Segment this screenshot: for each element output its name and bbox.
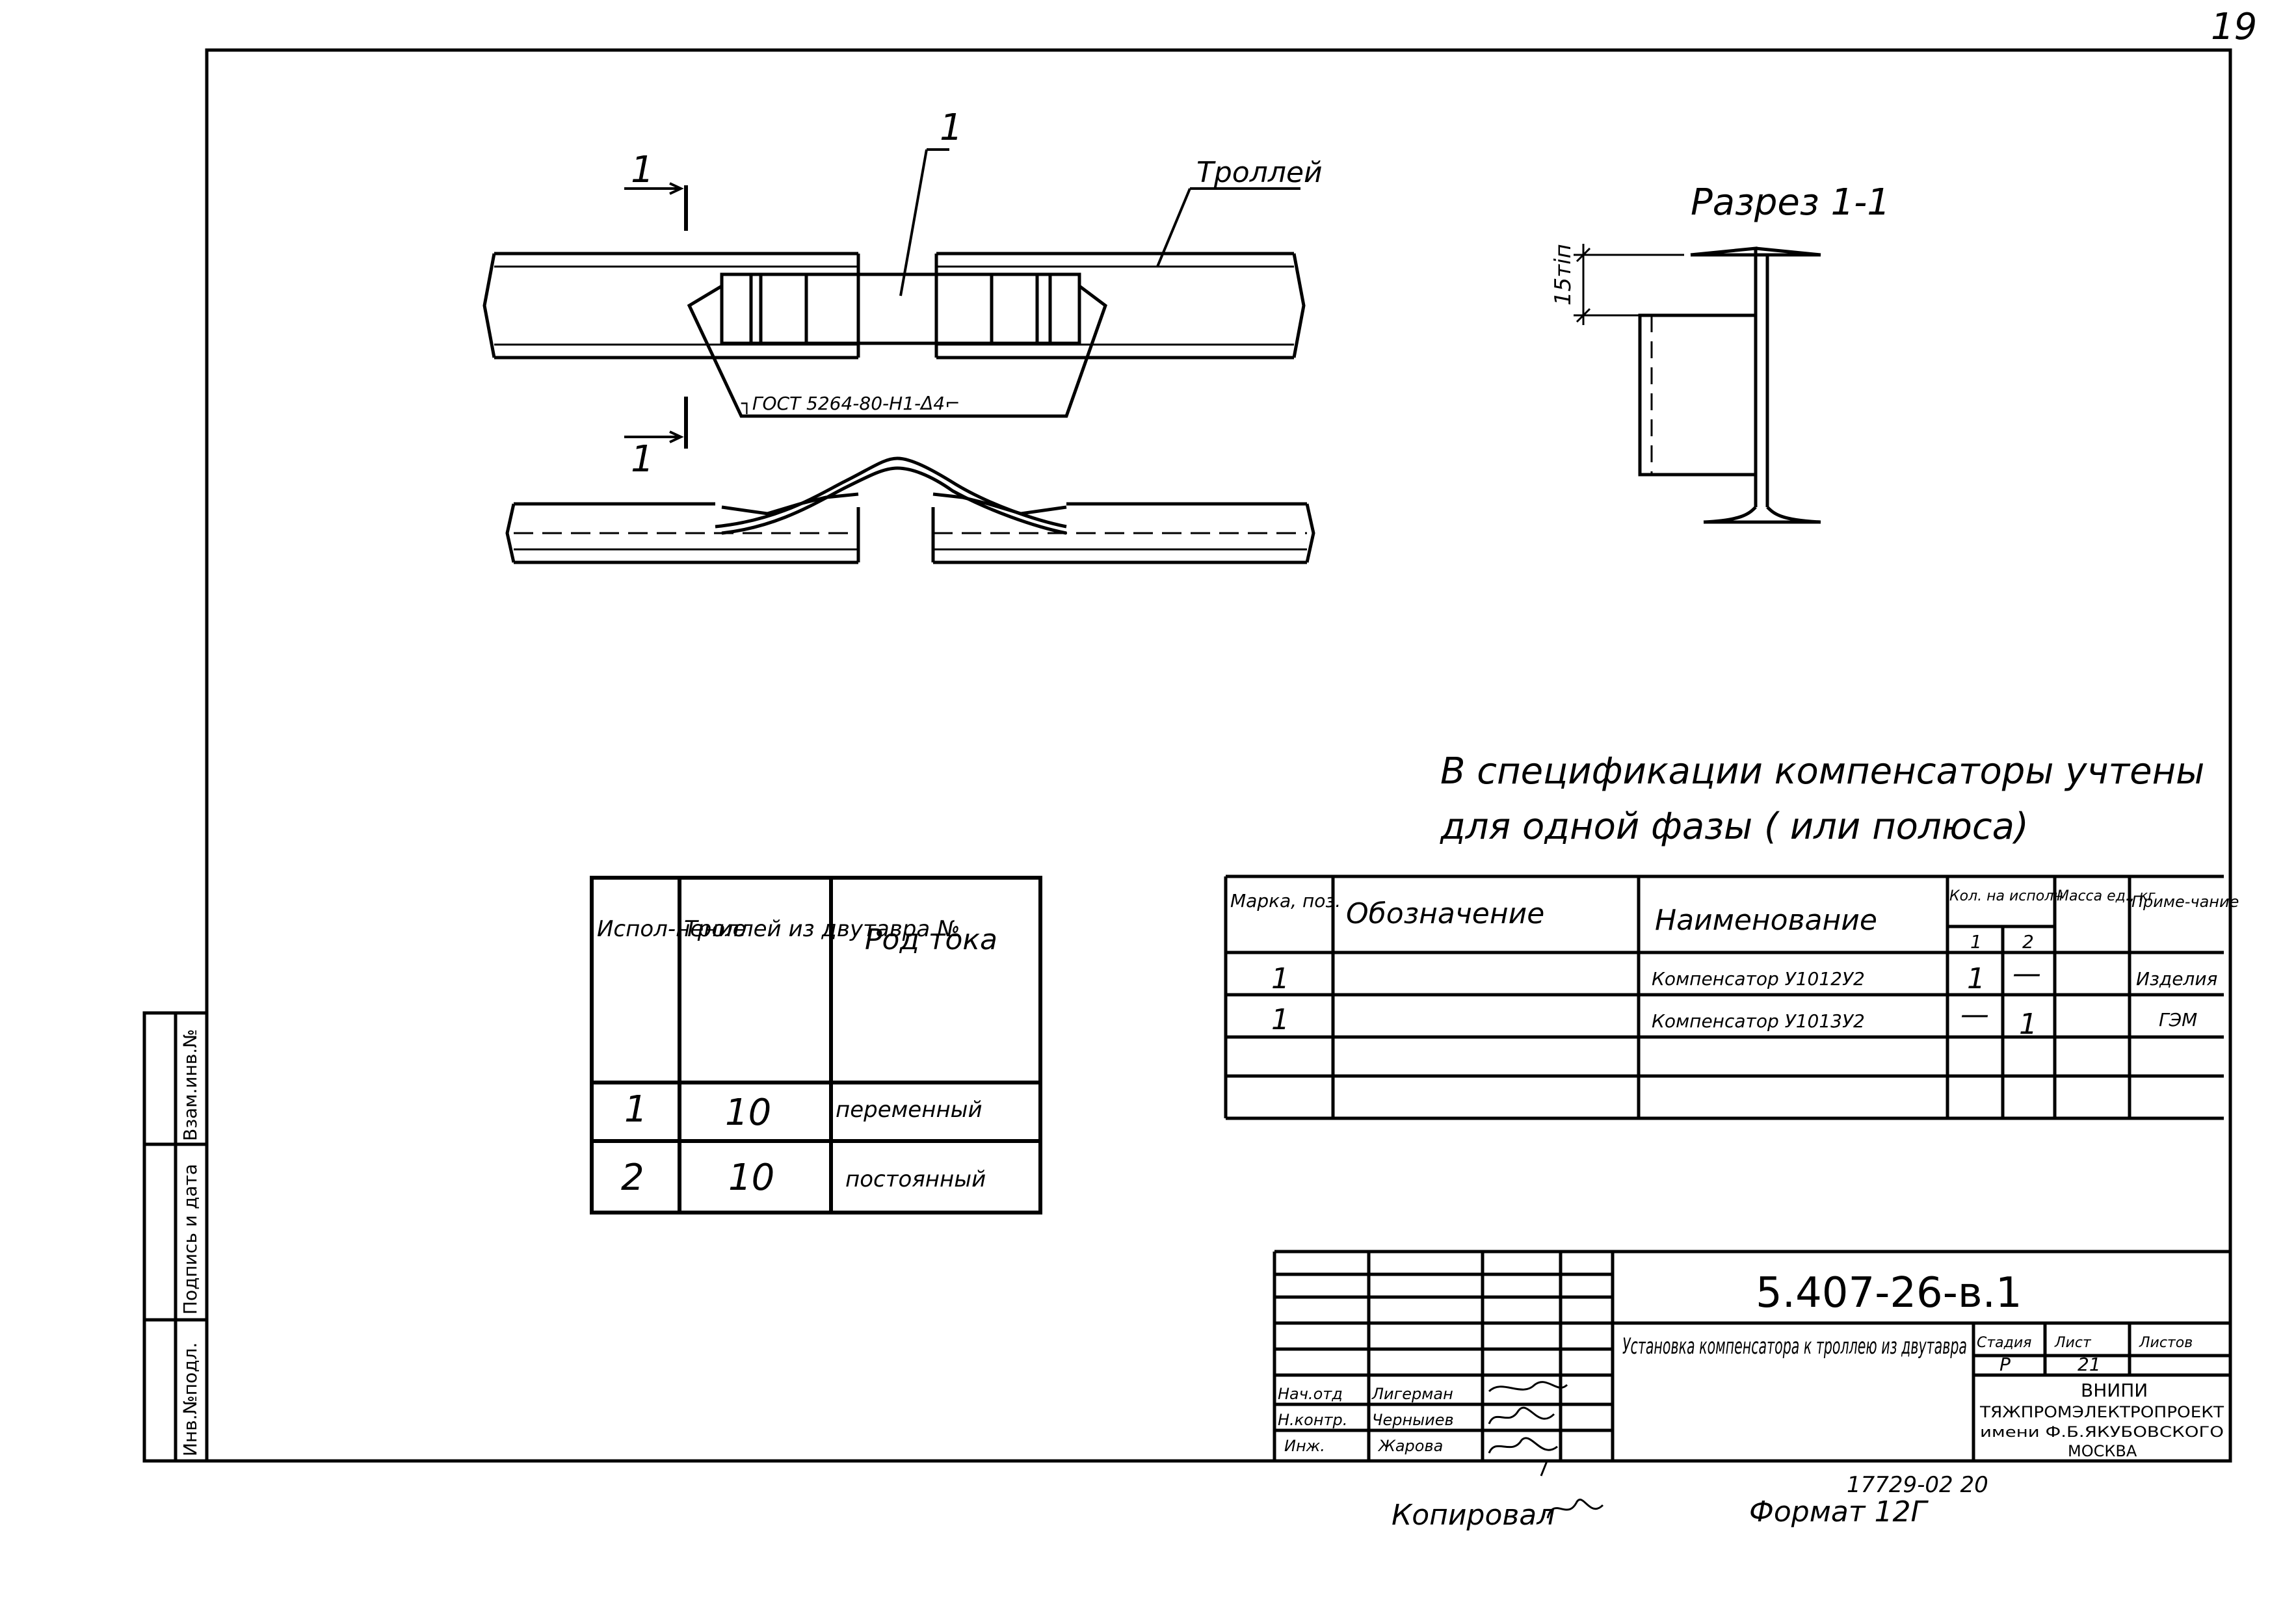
st-header-name: Наименование [1655, 904, 1877, 937]
title-block-lines [1273, 1250, 2230, 1461]
tb-code: 5.407-26-в.1 [1756, 1269, 2022, 1317]
tb-org-line4: МОСКВА [2068, 1442, 2137, 1460]
spec-note-line1: В спецификации компенсаторы учтены [1440, 750, 2204, 793]
tb-org-line3: имени Ф.Б.ЯКУБОВСКОГО [1980, 1425, 2224, 1441]
st-header-qty-1: 1 [1970, 931, 1982, 952]
title-block: 5.407-26-в.1 Установка компенсатора к тр… [1278, 1269, 2224, 1460]
weld-note: ┐ГОСТ 5264-80-Н1-Δ4⌐ [741, 393, 960, 414]
signature-scribbles [1488, 1381, 1568, 1477]
lt-header-trolley: Троллей из двутавра № [684, 916, 960, 942]
st-r2-note: ГЭМ [2159, 1009, 2197, 1031]
tb-org-line1: ВНИПИ [2081, 1380, 2148, 1401]
tb-sheet: 21 [2078, 1354, 2101, 1375]
section-1-1 [1574, 244, 1821, 524]
section-mark-bottom: 1 [631, 438, 654, 480]
tb-title-line: Установка компенсатора к троллею из двут… [1622, 1333, 1967, 1359]
footer-format: Формат 12Г [1749, 1495, 1929, 1529]
st-r2-q1: — [1960, 998, 1989, 1031]
section-title: Разрез 1-1 [1691, 181, 1890, 224]
st-r2-name: Компенсатор У1013У2 [1652, 1010, 1865, 1032]
st-r1-q2: — [2012, 957, 2041, 990]
tb-signer-2-name: Черныиев [1372, 1411, 1454, 1429]
st-r1-mark: 1 [1271, 962, 1289, 995]
side-view [505, 456, 1315, 564]
lt-header-current: Род тока [865, 923, 997, 956]
tb-signer-1-name: Лигерман [1371, 1385, 1453, 1403]
st-header-designation: Обозначение [1346, 897, 1544, 930]
sheet-number: 19 [2211, 6, 2257, 48]
side-stamp: Взам.инв.№ Подпись и дата Инв.№подл. [179, 1029, 201, 1456]
lt-r1-current: переменный [836, 1097, 983, 1123]
spec-table-lines [1224, 874, 2224, 1120]
st-r2-q2: 1 [2019, 1008, 2037, 1041]
lt-r2-trolley: 10 [728, 1157, 774, 1199]
left-table-lines [590, 876, 1042, 1215]
footer-doc-number: 17729-02 20 [1847, 1472, 1988, 1498]
spec-table: Марка, поз. Обозначение Наименование Кол… [1230, 888, 2239, 1041]
lt-r2-exec: 2 [621, 1157, 644, 1199]
lt-r1-trolley: 10 [725, 1092, 771, 1134]
tb-signer-3-name: Жарова [1377, 1437, 1443, 1455]
lt-r2-current: постоянный [845, 1166, 986, 1192]
callout-1-label: 1 [940, 107, 963, 149]
trolley-label: Троллей [1196, 156, 1323, 189]
tb-sheets-label: Листов [2139, 1335, 2193, 1351]
st-header-mass: Масса ед., кг [2057, 888, 2156, 904]
tb-sheet-label: Лист [2054, 1335, 2092, 1351]
tb-stage-label: Стадия [1977, 1335, 2031, 1351]
dimension-15: 15тiп [1550, 244, 1576, 306]
drawing-frame [205, 48, 2232, 1463]
tb-stage: Р [1999, 1354, 2011, 1375]
st-r1-note: Изделия [2136, 968, 2217, 990]
plan-view [482, 148, 1306, 449]
side-stamp-inv-original: Инв.№подл. [179, 1343, 201, 1456]
side-stamp-signature-date: Подпись и дата [179, 1164, 201, 1315]
st-header-note: Приме-чание [2131, 893, 2239, 911]
tb-signer-1-role: Нач.отд [1278, 1385, 1343, 1403]
footer-copied: Копировал [1392, 1499, 1555, 1532]
left-table: Испол-нение Троллей из двутавра № Род то… [597, 916, 997, 1199]
st-r1-q1: 1 [1967, 962, 1985, 995]
spec-note-line2: для одной фазы ( или полюса) [1440, 806, 2029, 848]
lt-header-execution: Испол-нение [597, 916, 746, 942]
st-r1-name: Компенсатор У1012У2 [1652, 968, 1865, 990]
st-header-qty: Кол. на исполн [1949, 888, 2063, 904]
st-header-mark: Марка, поз. [1230, 890, 1341, 912]
side-stamp-replace-inv: Взам.инв.№ [179, 1029, 201, 1141]
tb-signer-3-role: Инж. [1284, 1437, 1325, 1455]
tb-org-line2: ТЯЖПРОМЭЛЕКТРОПРОЕКТ [1979, 1403, 2224, 1421]
tb-signer-2-role: Н.контр. [1278, 1411, 1347, 1429]
st-r2-mark: 1 [1271, 1003, 1289, 1036]
st-header-qty-2: 2 [2022, 931, 2034, 952]
section-mark-top: 1 [631, 149, 654, 191]
copier-signature [1546, 1499, 1604, 1519]
lt-r1-exec: 1 [624, 1088, 648, 1131]
